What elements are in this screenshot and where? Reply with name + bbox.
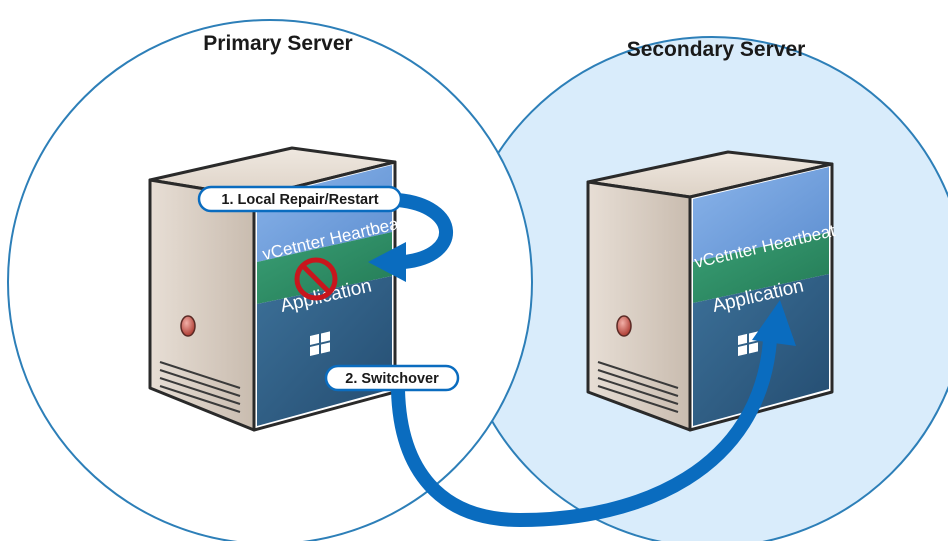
secondary-server-title: Secondary Server bbox=[627, 38, 806, 61]
application-layer bbox=[693, 232, 829, 303]
callout-box bbox=[197, 185, 403, 213]
server-body bbox=[586, 180, 692, 432]
no-symbol-icon bbox=[294, 257, 338, 301]
power-led bbox=[616, 315, 632, 337]
vent-grille bbox=[597, 361, 679, 413]
switchover-arrow bbox=[391, 339, 777, 528]
step-1-label: 1. Local Repair/Restart bbox=[221, 192, 378, 208]
os-layer bbox=[693, 274, 829, 426]
local-repair-callout: 1. Local Repair/Restart bbox=[197, 185, 403, 213]
application-layer bbox=[257, 232, 392, 304]
callout-box bbox=[324, 364, 460, 392]
primary-server-title: Primary Server bbox=[203, 32, 352, 55]
switchover-arrowhead bbox=[752, 300, 796, 346]
local-repair-arrow bbox=[397, 193, 453, 269]
switchover-callout: 2. Switchover bbox=[324, 364, 460, 392]
power-led bbox=[180, 315, 196, 337]
step-2-label: 2. Switchover bbox=[345, 371, 439, 387]
secondary-server-tower: vCetnter Heartbeat Application bbox=[586, 150, 837, 432]
heartbeat-layer bbox=[693, 167, 829, 262]
vent-grille bbox=[159, 361, 241, 413]
primary-server-tower: vCetnter Heartbeat Application bbox=[148, 146, 405, 432]
local-repair-arrowhead bbox=[368, 242, 406, 282]
windows-logo-icon bbox=[310, 331, 330, 356]
